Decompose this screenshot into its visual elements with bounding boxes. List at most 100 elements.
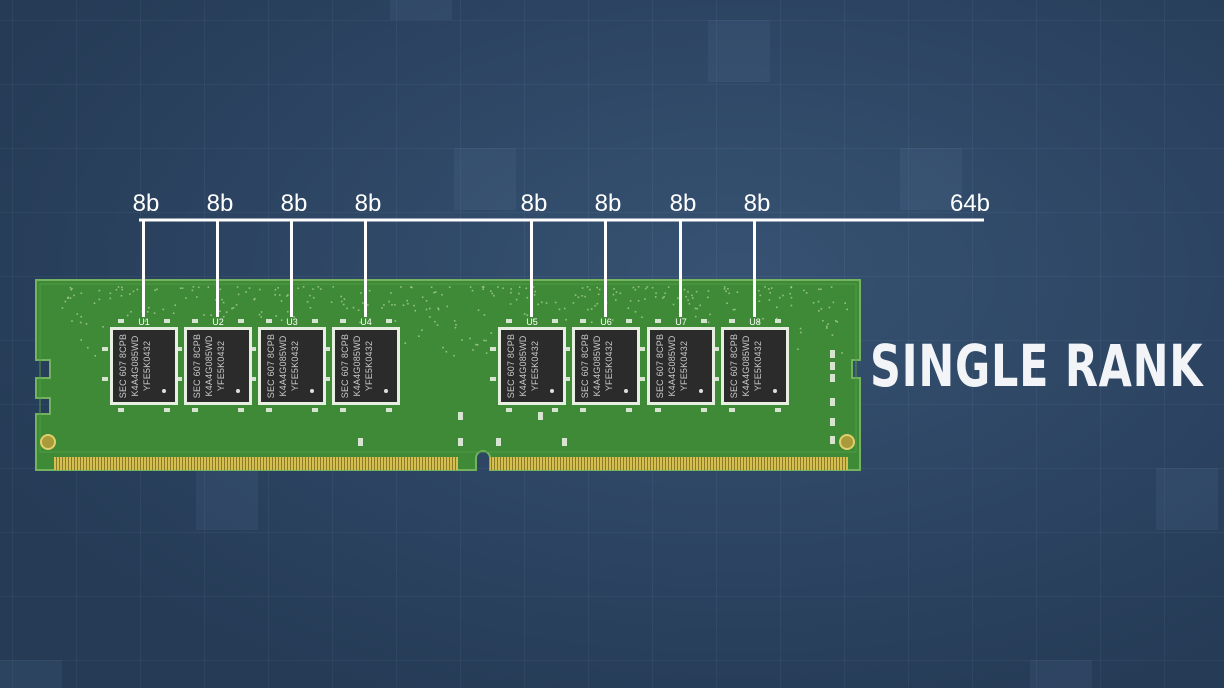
via-dot	[132, 290, 135, 293]
via-dot	[485, 339, 487, 342]
smd-pad	[713, 347, 719, 351]
via-dot	[769, 292, 771, 294]
via-dot	[231, 307, 233, 310]
chip-marking-line: SEC 607 8CPB	[580, 334, 590, 398]
via-dot	[235, 304, 238, 306]
smd-pad	[164, 319, 170, 323]
chip-ref-label: U8	[749, 317, 761, 327]
smd-pad	[626, 319, 632, 323]
chip-bus-drops	[142, 220, 756, 317]
via-dot	[434, 320, 436, 323]
via-dot	[71, 287, 73, 290]
via-dot	[454, 326, 457, 329]
smd-pad	[729, 408, 735, 412]
via-dot	[330, 301, 333, 303]
via-dot	[383, 304, 385, 306]
via-dot	[615, 299, 617, 301]
smd-pad	[386, 408, 392, 412]
chip-marking-line: K4A4G085WD	[592, 335, 602, 396]
via-dot	[280, 319, 283, 321]
via-dot	[646, 286, 649, 288]
smd-pad	[655, 408, 661, 412]
smd-component	[562, 438, 567, 446]
via-dot	[482, 286, 485, 288]
via-dot	[828, 306, 831, 309]
via-dot	[532, 286, 535, 288]
via-dot	[236, 286, 239, 288]
via-dot	[368, 289, 371, 292]
chip-pin1-dot	[162, 389, 166, 393]
via-dot	[695, 290, 698, 293]
via-dot	[79, 321, 82, 324]
smd-pad	[176, 347, 182, 351]
via-dot	[481, 286, 484, 288]
via-dot	[93, 302, 96, 304]
via-dot	[390, 292, 392, 294]
via-dot	[800, 331, 802, 334]
via-dot	[429, 316, 431, 318]
via-dot	[448, 286, 451, 288]
via-dot	[518, 292, 520, 295]
via-dot	[790, 304, 793, 307]
smd-pad	[192, 408, 198, 412]
via-dot	[846, 308, 848, 311]
via-dot	[260, 311, 263, 313]
via-dot	[126, 314, 129, 317]
via-dot	[471, 289, 474, 292]
via-dot	[421, 329, 423, 331]
via-dot	[287, 310, 289, 313]
chip-marking-line: K4A4G085WD	[352, 335, 362, 396]
via-dot	[510, 288, 512, 290]
via-dot	[655, 292, 657, 294]
via-dot	[597, 293, 600, 296]
via-dot	[611, 319, 614, 321]
via-dot	[421, 296, 424, 298]
via-dot	[317, 286, 320, 288]
via-dot	[629, 300, 632, 302]
via-dot	[477, 309, 480, 311]
via-dot	[445, 350, 448, 353]
via-dot	[287, 294, 289, 296]
via-dot	[197, 286, 200, 289]
smd-pad	[238, 319, 244, 323]
via-dot	[80, 292, 83, 294]
smd-pad	[266, 408, 272, 412]
chip-ref-label: U7	[675, 317, 687, 327]
via-dot	[76, 313, 78, 315]
via-dot	[469, 337, 471, 340]
via-dot	[799, 327, 802, 330]
via-dot	[826, 325, 828, 328]
via-dot	[80, 339, 82, 341]
via-dot	[70, 288, 72, 291]
via-dot	[425, 308, 428, 311]
smd-component	[830, 398, 835, 406]
via-dot	[832, 301, 835, 304]
smd-pad	[238, 408, 244, 412]
via-dot	[120, 295, 123, 297]
chip-pin1-dot	[384, 389, 388, 393]
via-dot	[644, 298, 646, 300]
smd-pad	[580, 319, 586, 323]
smd-pad	[506, 408, 512, 412]
via-dot	[136, 288, 139, 291]
via-dot	[691, 294, 693, 297]
background-tile	[0, 660, 62, 688]
smd-pad	[118, 319, 124, 323]
via-dot	[425, 300, 428, 302]
via-dot	[253, 298, 255, 301]
via-dot	[699, 304, 701, 307]
via-dot	[404, 342, 407, 344]
gold-contacts-left	[54, 457, 458, 470]
chip-width-label: 8b	[595, 190, 622, 217]
via-dot	[413, 304, 415, 307]
via-dot	[758, 289, 760, 292]
smd-component	[830, 418, 835, 426]
via-dot	[637, 300, 640, 302]
via-dot	[831, 334, 834, 336]
via-dot	[584, 295, 586, 298]
via-dot	[80, 315, 82, 318]
via-dot	[736, 291, 739, 293]
via-dot	[707, 321, 710, 324]
smd-component	[830, 362, 835, 370]
via-dot	[453, 320, 456, 322]
